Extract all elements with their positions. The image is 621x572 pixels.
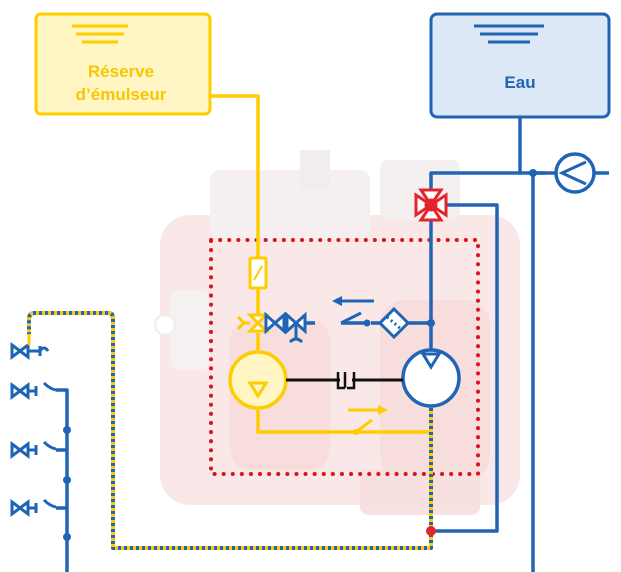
foam-flow-switch-icon	[355, 418, 380, 434]
water-tank: Eau	[429, 12, 611, 119]
three-way-valve-icon	[414, 188, 448, 222]
foam-pump-icon	[228, 350, 288, 410]
strainer-icon	[377, 306, 411, 340]
foam-flow-arrow-icon	[348, 405, 388, 415]
foam-metering-valve-icon	[236, 313, 270, 333]
water-tank-label: Eau	[504, 73, 535, 92]
premix-nozzle-icon	[10, 334, 50, 360]
water-pump-icon	[401, 348, 461, 408]
nozzle-icon	[10, 440, 57, 459]
coupling-icon	[286, 372, 403, 390]
nozzle-icon	[10, 381, 57, 400]
water-supply-pump-icon	[554, 152, 596, 194]
check-valve-icon	[264, 311, 286, 335]
control-valve-icon	[285, 311, 307, 344]
foam-tank-label-line1: Réserve	[88, 62, 154, 81]
nozzle-icon	[10, 498, 57, 517]
flow-switch-icon	[340, 311, 362, 325]
foam-tank: Réserve d’émulseur	[34, 12, 212, 116]
flow-meter-icon	[248, 256, 268, 290]
foam-tank-label-line2: d’émulseur	[76, 85, 167, 104]
pump-zone-outline	[209, 238, 480, 476]
premix-line	[27, 311, 433, 550]
water-flow-arrow-icon	[332, 296, 374, 306]
